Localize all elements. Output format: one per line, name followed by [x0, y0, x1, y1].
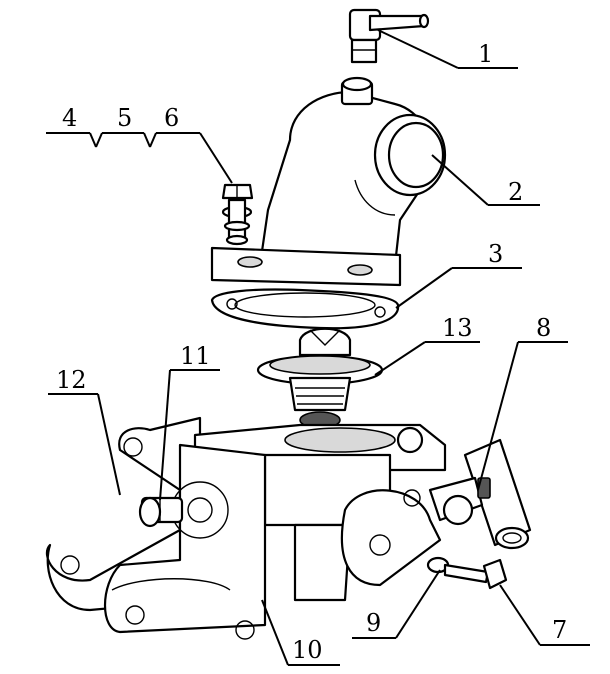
parts-4-5-6-bolt-washers	[221, 183, 254, 246]
part-7-bolt	[443, 558, 508, 590]
label-2: 2	[508, 178, 523, 206]
label-7: 7	[552, 616, 567, 644]
label-13: 13	[442, 314, 473, 342]
part-8-pipe-fitting	[428, 438, 532, 550]
label-9: 9	[366, 609, 381, 637]
part-10-main-body	[45, 416, 447, 640]
part-11-plug	[138, 496, 184, 528]
label-4: 4	[62, 104, 77, 132]
label-5: 5	[117, 104, 132, 132]
label-10: 10	[292, 636, 323, 664]
part-1-elbow-fitting	[348, 8, 430, 64]
leader-lines	[46, 29, 590, 666]
part-13-thermostat	[256, 327, 384, 429]
label-3: 3	[488, 240, 503, 268]
label-1: 1	[478, 40, 493, 68]
label-11: 11	[180, 342, 211, 370]
label-8: 8	[536, 314, 551, 342]
part-2-outlet-elbow	[210, 76, 447, 287]
label-12: 12	[56, 366, 87, 394]
part-3-gasket	[210, 288, 400, 330]
part-labels: 1 2 3 4 5 6 7 8 9 10 11 12 13	[56, 40, 567, 664]
label-6: 6	[164, 104, 179, 132]
